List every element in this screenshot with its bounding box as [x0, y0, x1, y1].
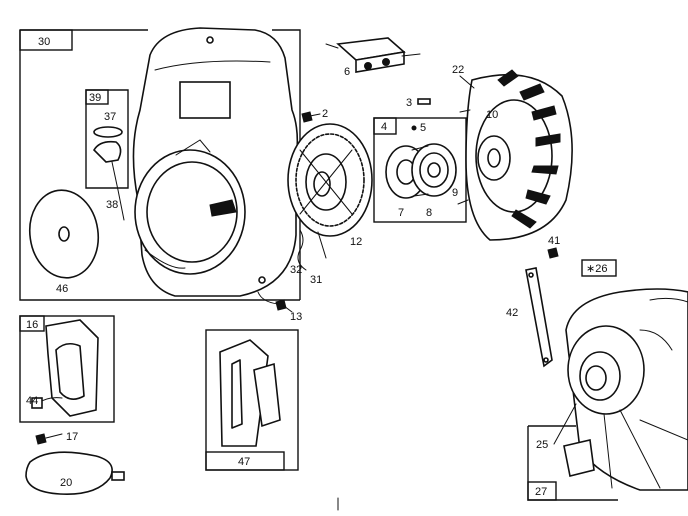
- callout-31: 31: [310, 274, 322, 286]
- screw-2: [301, 111, 321, 123]
- nut-41: [547, 247, 559, 259]
- blower-housing: [132, 27, 299, 297]
- group-box-47: 47: [205, 329, 299, 471]
- spring-32: [297, 229, 307, 271]
- callout-47: 47: [238, 456, 250, 468]
- callout-37: 37: [104, 111, 116, 123]
- group-box-26: ∗26: [581, 259, 617, 277]
- callout-44: 44: [26, 395, 38, 407]
- callout-46: 46: [56, 283, 68, 295]
- washer-46: [28, 189, 100, 279]
- callout-8: 8: [426, 207, 432, 219]
- callout-32: 32: [290, 264, 302, 276]
- group-box-30: 30: [19, 29, 301, 301]
- callout-6: 6: [344, 66, 350, 78]
- callout-38: 38: [106, 199, 118, 211]
- callout-17: 17: [66, 431, 78, 443]
- callout-22: 22: [452, 64, 464, 76]
- callout-26: ∗26: [586, 263, 607, 275]
- callout-20: 20: [60, 477, 72, 489]
- callout-13: 13: [290, 311, 302, 323]
- flywheel-10: [457, 69, 573, 241]
- pin-3: [417, 98, 431, 105]
- callout-41: 41: [548, 235, 560, 247]
- callout-39: 39: [89, 92, 101, 104]
- clutch-assembly: 5: [385, 122, 457, 199]
- callout-10: 10: [486, 109, 498, 121]
- callout-12: 12: [350, 236, 362, 248]
- callout-30: 30: [38, 36, 50, 48]
- bracket-42: [525, 267, 553, 368]
- callout-2: 2: [322, 108, 328, 120]
- callout-42: 42: [506, 307, 518, 319]
- callout-3: 3: [406, 97, 412, 109]
- group-box-39: 39 37: [85, 89, 129, 221]
- callout-4: 4: [381, 121, 387, 133]
- callout-27: 27: [535, 486, 547, 498]
- callout-25: 25: [536, 439, 548, 451]
- leader-25: [553, 403, 577, 445]
- group-box-16: 16: [19, 315, 115, 423]
- leader-22: [459, 75, 475, 89]
- callout-5: 5: [420, 122, 426, 134]
- group-box-27: 27: [527, 425, 618, 501]
- screw-17: [35, 433, 63, 445]
- screw-13: [257, 291, 293, 313]
- callout-7: 7: [398, 207, 404, 219]
- rope-pulley-12: [287, 123, 373, 237]
- callout-9: 9: [452, 187, 458, 199]
- ground-wire-20: [25, 451, 125, 495]
- engine-block: [565, 288, 688, 491]
- screen-bracket-6: [325, 37, 421, 73]
- callout-16: 16: [26, 319, 38, 331]
- leader-31: [317, 231, 327, 259]
